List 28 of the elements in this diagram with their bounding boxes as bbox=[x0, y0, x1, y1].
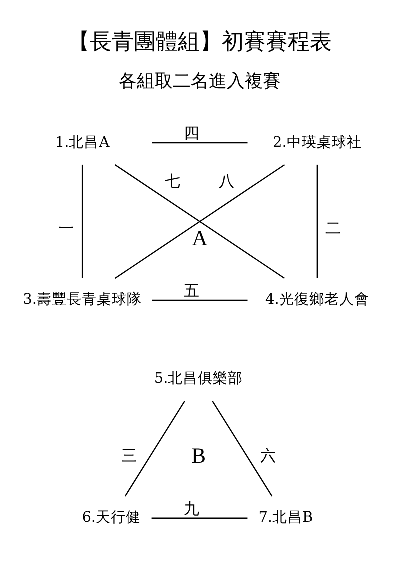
label: B bbox=[192, 444, 206, 468]
node-text: 4.光復鄉老人會 bbox=[266, 292, 370, 308]
label: 各組取二名進入複賽 bbox=[119, 70, 281, 90]
connector bbox=[152, 142, 248, 144]
diagram-title: 【長青團體組】初賽賽程表 bbox=[68, 30, 332, 55]
edge-label: 五 bbox=[184, 280, 200, 300]
connector bbox=[114, 164, 286, 278]
node-text: 1.北昌A bbox=[55, 134, 110, 150]
edge-label: 六 bbox=[260, 445, 276, 464]
connector bbox=[124, 400, 186, 496]
edge-label: 八 bbox=[218, 171, 235, 190]
edge-label: 一 bbox=[58, 218, 74, 238]
node-text: 2.中瑛桌球社 bbox=[273, 134, 362, 150]
edge-label: 九 bbox=[184, 498, 200, 518]
node-text: 5.北昌俱樂部 bbox=[154, 370, 244, 386]
node-text: 6.天行健 bbox=[82, 510, 142, 526]
node-text: 7.北昌B bbox=[258, 510, 314, 526]
edge-label: 七 bbox=[165, 171, 182, 190]
edge-label: 三 bbox=[121, 445, 138, 464]
edge-label: 二 bbox=[326, 218, 342, 238]
label: A bbox=[192, 226, 208, 250]
node-text: 3.壽豐長青桌球隊 bbox=[23, 292, 142, 308]
connector bbox=[316, 164, 318, 278]
connector bbox=[212, 400, 273, 496]
edge-label: 四 bbox=[184, 123, 200, 142]
connector bbox=[82, 164, 84, 278]
connector bbox=[152, 299, 248, 301]
connector bbox=[152, 517, 248, 518]
